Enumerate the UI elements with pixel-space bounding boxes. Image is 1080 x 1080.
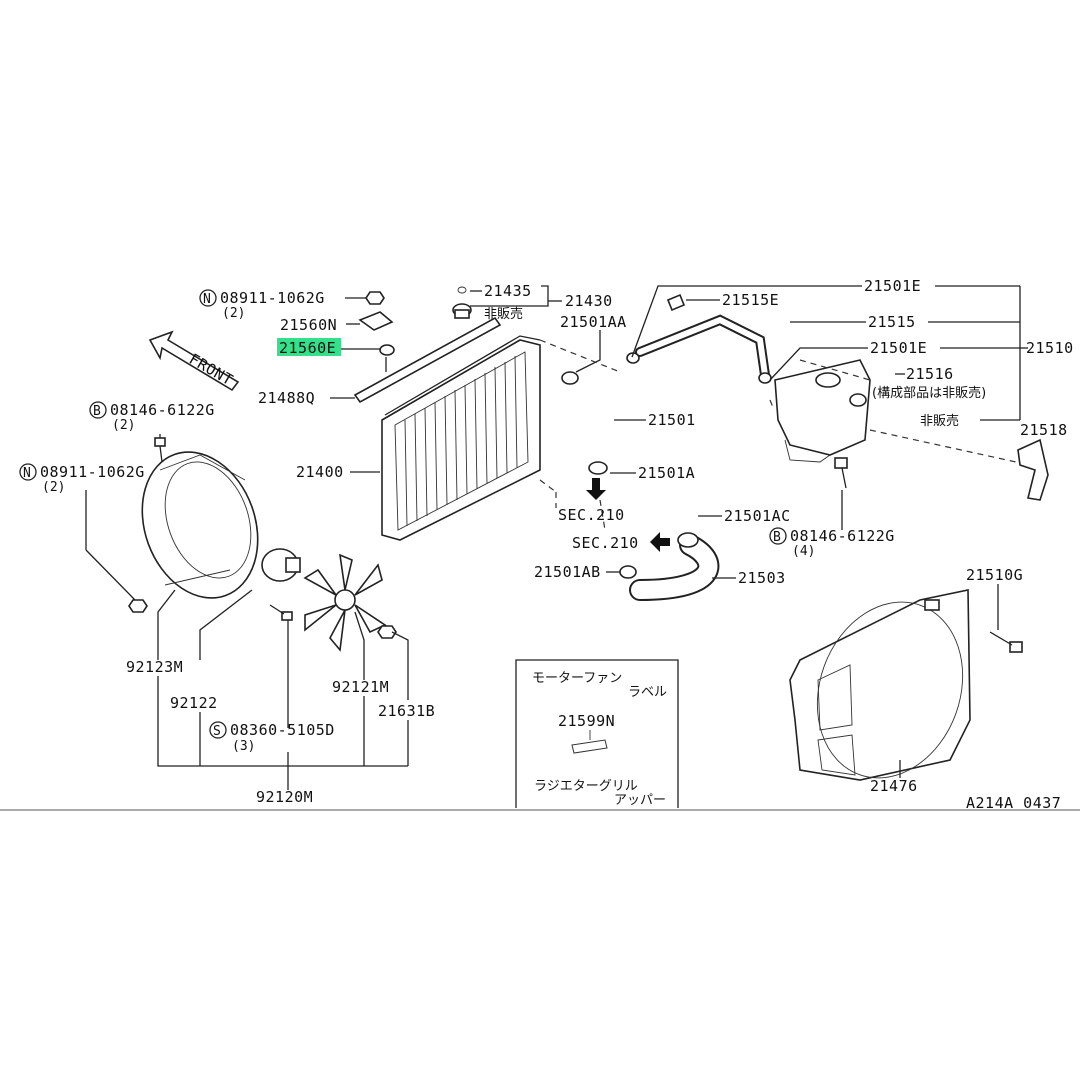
label-sec210-b: SEC.210 bbox=[572, 534, 639, 552]
shroud-clip bbox=[924, 599, 940, 611]
label-qty-2-a: (2) bbox=[222, 306, 245, 321]
clamp-21501ab bbox=[619, 565, 637, 579]
circle-s-marker bbox=[209, 721, 227, 739]
circle-n-marker bbox=[199, 289, 217, 307]
label-21488q: 21488Q bbox=[258, 389, 315, 407]
label-21501ab: 21501AB bbox=[534, 563, 601, 581]
label-21631b: 21631B bbox=[378, 702, 435, 720]
circle-b-marker bbox=[89, 401, 107, 419]
label-08360-5105d: 08360-5105D bbox=[230, 721, 335, 739]
circle-s-letter: S bbox=[213, 724, 221, 739]
label-08146-6122g-left: 08146-6122G bbox=[110, 401, 215, 419]
label-21560e: 21560E bbox=[279, 339, 336, 357]
label-motor-fan: モーターファン bbox=[532, 671, 622, 686]
mount-bracket bbox=[358, 311, 394, 331]
fan-shroud bbox=[141, 451, 259, 599]
circle-b-marker-right bbox=[769, 527, 787, 545]
fan-nut bbox=[377, 625, 397, 639]
radiator-core bbox=[381, 335, 541, 541]
label-21501e-mid: 21501E bbox=[870, 339, 927, 357]
label-21510g: 21510G bbox=[966, 566, 1023, 584]
radiator-cap bbox=[452, 286, 472, 319]
bolt-tank bbox=[834, 457, 848, 489]
leader-lines bbox=[85, 285, 1028, 790]
label-92122: 92122 bbox=[170, 694, 218, 712]
label-sec210-a: SEC.210 bbox=[558, 506, 625, 524]
label-radiator-grille: ラジエターグリル bbox=[534, 779, 638, 794]
label-label-word: ラベル bbox=[628, 685, 667, 700]
label-92121m: 92121M bbox=[332, 678, 389, 696]
fan-motor bbox=[261, 548, 301, 582]
label-21501a: 21501A bbox=[638, 464, 695, 482]
dashed-guides bbox=[539, 339, 1017, 531]
mount-grommet bbox=[379, 344, 395, 356]
clamp-21501aa bbox=[561, 371, 579, 385]
label-08911-1062g-top: 08911-1062G bbox=[220, 289, 325, 307]
label-21510: 21510 bbox=[1026, 339, 1074, 357]
reservoir-tank bbox=[774, 359, 871, 463]
label-sticker bbox=[571, 739, 608, 754]
label-21516: 21516 bbox=[906, 365, 954, 383]
label-21501e-top: 21501E bbox=[864, 277, 921, 295]
radiator-shroud bbox=[789, 589, 971, 781]
motor-screw bbox=[269, 604, 293, 621]
label-08911-1062g-left: 08911-1062G bbox=[40, 463, 145, 481]
fan-blades bbox=[303, 553, 387, 652]
label-21599n: 21599N bbox=[558, 712, 615, 730]
circle-n-letter-left: N bbox=[23, 466, 31, 481]
label-21501aa: 21501AA bbox=[560, 313, 627, 331]
label-21476: 21476 bbox=[870, 777, 918, 795]
circle-n-marker-left bbox=[19, 463, 37, 481]
nut-top bbox=[365, 291, 385, 305]
clamp-21501e-b bbox=[758, 372, 772, 384]
bolt-21510g bbox=[989, 631, 1023, 653]
clip-21515e bbox=[666, 293, 686, 312]
label-08146-6122g-right: 08146-6122G bbox=[790, 527, 895, 545]
clamp-21501ac bbox=[677, 532, 699, 548]
front-label: FRONT bbox=[186, 350, 236, 389]
clamp-21501a bbox=[588, 461, 608, 475]
label-92120m: 92120M bbox=[256, 788, 313, 806]
seal-strip bbox=[353, 316, 502, 404]
label-21501ac: 21501AC bbox=[724, 507, 791, 525]
label-qty-3: (3) bbox=[232, 739, 255, 754]
label-box bbox=[515, 659, 679, 808]
circle-n-letter: N bbox=[203, 292, 211, 307]
nut-left bbox=[128, 599, 148, 613]
label-upper: アッパー bbox=[614, 793, 666, 808]
front-arrow bbox=[148, 330, 240, 392]
label-92123m: 92123M bbox=[126, 658, 183, 676]
label-21515: 21515 bbox=[868, 313, 916, 331]
label-21501: 21501 bbox=[648, 411, 696, 429]
label-qty-4: (4) bbox=[792, 544, 815, 559]
label-qty-2-c: (2) bbox=[42, 480, 65, 495]
label-21518: 21518 bbox=[1020, 421, 1068, 439]
diagram-code: A214A 0437 bbox=[966, 794, 1061, 812]
label-21560n: 21560N bbox=[280, 316, 337, 334]
highlight-21560e bbox=[277, 338, 341, 356]
tank-bracket bbox=[1017, 438, 1049, 501]
label-21515e: 21515E bbox=[722, 291, 779, 309]
label-21435: 21435 bbox=[484, 282, 532, 300]
label-21400: 21400 bbox=[296, 463, 344, 481]
label-21503: 21503 bbox=[738, 569, 786, 587]
label-hihanbai-2: 非販売 bbox=[920, 413, 959, 429]
label-kosei-note: (構成部品は非販売) bbox=[872, 385, 986, 401]
circle-b-letter-right: B bbox=[773, 530, 781, 545]
arrow-sec210-b bbox=[650, 532, 670, 552]
circle-b-letter: B bbox=[93, 404, 101, 419]
label-hihanbai-1: 非販売 bbox=[484, 306, 523, 322]
label-21430: 21430 bbox=[565, 292, 613, 310]
arrow-sec210-a bbox=[586, 478, 606, 500]
label-qty-2-b: (2) bbox=[112, 418, 135, 433]
bolt-left-top bbox=[154, 437, 166, 463]
